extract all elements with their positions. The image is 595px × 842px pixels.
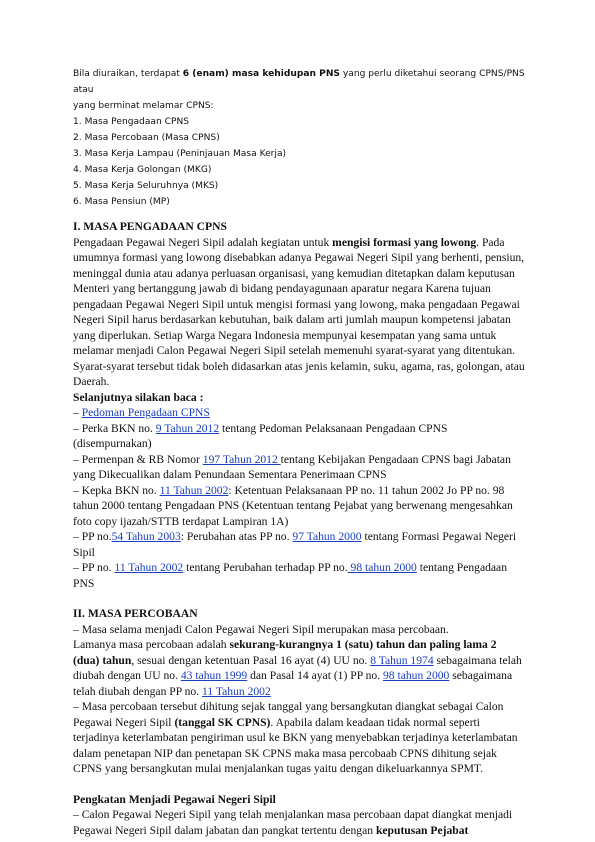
bold-text: keputusan Pejabat (375, 823, 469, 837)
reference-link[interactable]: 98 tahun 2000 (347, 561, 417, 574)
text: tentang Formasi Pegawai Negeri Sipil (73, 530, 517, 559)
reference-link[interactable]: 197 Tahun 2012 (202, 452, 281, 466)
paragraph: Lamanya masa percobaan adalah sekurang-k… (73, 637, 525, 699)
section-pengangkatan: Pengkatan Menjadi Pegawai Negeri Sipil –… (73, 792, 525, 839)
section-pengadaan: I. MASA PENGADAAN CPNS Pengadaan Pegawai… (73, 219, 525, 591)
document-page: Bila diuraikan, terdapat 6 (enam) masa k… (73, 66, 525, 838)
section-percobaan: II. MASA PERCOBAAN – Masa selama menjadi… (73, 606, 525, 777)
reference-link[interactable]: 98 tahun 2000 (383, 669, 450, 682)
intro-sentence-2: yang berminat melamar CPNS: (73, 101, 214, 111)
list-item: 5. Masa Kerja Seluruhnya (MKS) (73, 181, 219, 191)
intro-block: Bila diuraikan, terdapat 6 (enam) masa k… (73, 66, 525, 210)
bold-text: Selanjutnya silakan baca : (73, 390, 204, 404)
text: – PP no. (73, 530, 112, 543)
read-more-label: Selanjutnya silakan baca : (73, 390, 525, 406)
text: : Perubahan atas PP no. (180, 530, 293, 543)
reference-item: – PP no. 11 Tahun 2002 tentang Perubahan… (73, 560, 525, 591)
text: dan Pasal 14 ayat (1) PP no. (247, 669, 383, 682)
text: , sesuai dengan ketentuan Pasal 16 ayat … (131, 653, 371, 667)
text: – Kepka BKN no. (73, 483, 160, 497)
text: tentang Perubahan terhadap PP no. (183, 561, 348, 574)
section-heading: I. MASA PENGADAAN CPNS (73, 220, 227, 233)
section-heading: II. MASA PERCOBAAN (73, 607, 198, 620)
reference-item: – Pedoman Pengadaan CPNS (73, 405, 525, 421)
intro-sentence: Bila diuraikan, terdapat 6 (enam) masa k… (73, 66, 525, 98)
text: tentang Pengadaan PNS (73, 561, 507, 590)
text: sebagaimana telah diubah dengan PP no. (73, 669, 513, 698)
text: . Apabila dalam keadaan tidak normal sep… (73, 715, 518, 776)
text: . Pada umumnya formasi yang lowong diseb… (73, 235, 525, 389)
paragraph: Pengadaan Pegawai Negeri Sipil adalah ke… (73, 235, 525, 390)
reference-item: – Kepka BKN no. 11 Tahun 2002: Ketentuan… (73, 483, 525, 530)
bold-text: (tanggal SK CPNS) (174, 715, 271, 729)
text: – Calon Pegawai Negeri Sipil yang telah … (73, 808, 513, 837)
section-heading: Pengkatan Menjadi Pegawai Negeri Sipil (73, 792, 276, 806)
text: Lamanya masa percobaan adalah (73, 638, 230, 651)
list-item: 2. Masa Percobaan (Masa CPNS) (73, 133, 220, 143)
intro-bold: 6 (enam) masa kehidupan PNS (182, 69, 340, 79)
reference-link[interactable]: 11 Tahun 2002 (202, 684, 271, 698)
reference-link[interactable]: 97 Tahun 2000 (292, 530, 362, 543)
text: – Permenpan & RB Nomor (73, 452, 203, 466)
text: tentang Pedoman Pelaksanaan Pengadaan CP… (73, 421, 448, 451)
list-item: 6. Masa Pensiun (MP) (73, 197, 170, 207)
text: tentang Kebijakan Pengadaan CPNS bagi Ja… (73, 452, 511, 482)
text: sebagaimana telah diubah dengan UU no. (73, 653, 522, 683)
text: Pengadaan Pegawai Negeri Sipil adalah ke… (73, 235, 333, 249)
bold-text: sekurang-kurangnya 1 (satu) tahun dan pa… (73, 638, 497, 667)
reference-item: – Perka BKN no. 9 Tahun 2012 tentang Ped… (73, 421, 525, 452)
intro-text: yang perlu diketahui seorang CPNS/PNS at… (73, 69, 525, 95)
reference-item: – Permenpan & RB Nomor 197 Tahun 2012 te… (73, 452, 525, 483)
text: – Masa percobaan tersebut dihitung sejak… (73, 700, 504, 729)
reference-link[interactable]: 43 tahun 1999 (180, 669, 248, 682)
text: – (73, 406, 82, 419)
list-item: 4. Masa Kerja Golongan (MKG) (73, 165, 212, 175)
intro-text: Bila diuraikan, terdapat (73, 69, 183, 79)
reference-item: – PP no.54 Tahun 2003: Perubahan atas PP… (73, 529, 525, 560)
text: : Ketentuan Pelaksanaan PP no. 11 tahun … (73, 483, 513, 528)
text: – PP no. (73, 561, 115, 574)
reference-link[interactable]: 54 Tahun 2003 (111, 530, 181, 543)
reference-link[interactable]: 8 Tahun 1974 (370, 653, 434, 667)
reference-link[interactable]: 11 Tahun 2002 (114, 561, 184, 574)
paragraph: – Masa percobaan tersebut dihitung sejak… (73, 699, 525, 777)
reference-link[interactable]: Pedoman Pengadaan CPNS (81, 406, 210, 419)
reference-link[interactable]: 11 Tahun 2002 (159, 483, 229, 497)
list-item: 1. Masa Pengadaan CPNS (73, 117, 190, 127)
paragraph: – Masa selama menjadi Calon Pegawai Nege… (73, 622, 449, 636)
reference-link[interactable]: 9 Tahun 2012 (155, 421, 220, 435)
text: – Perka BKN no. (73, 421, 156, 435)
bold-text: mengisi formasi yang lowong (332, 235, 477, 249)
list-item: 3. Masa Kerja Lampau (Peninjauan Masa Ke… (73, 149, 287, 159)
paragraph: – Calon Pegawai Negeri Sipil yang telah … (73, 807, 525, 838)
